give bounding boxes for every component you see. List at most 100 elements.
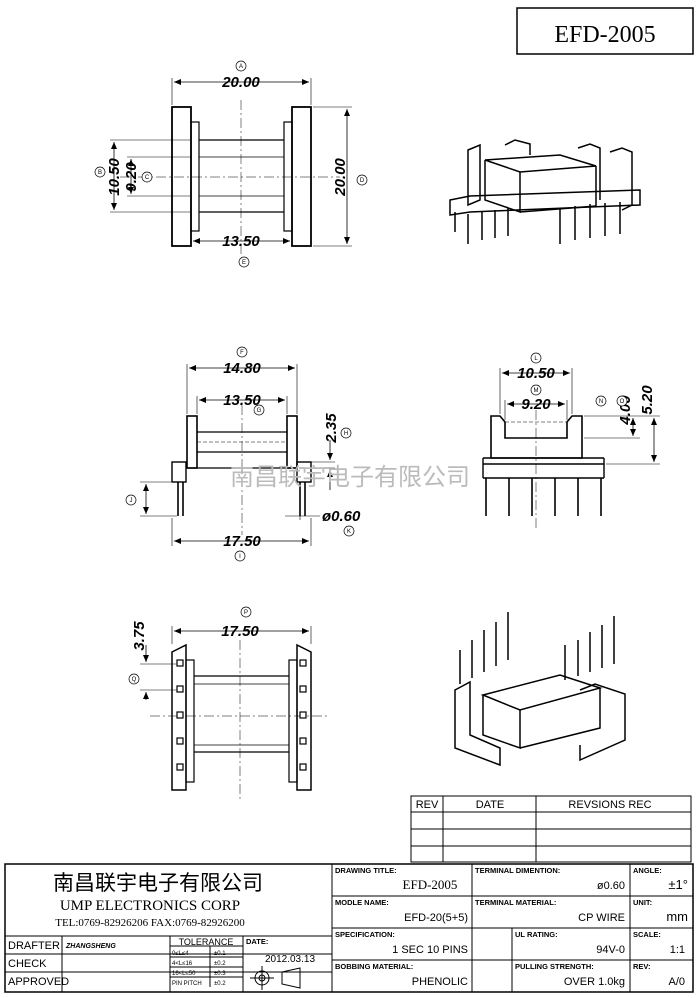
callout-letter-f: F [240, 350, 244, 356]
end-view [482, 368, 660, 530]
part-number: EFD-2005 [554, 22, 655, 48]
dim-bottom-width: 17.50 [221, 623, 259, 640]
model: EFD-20(5+5) [404, 912, 468, 924]
tol-range-3: 16<L≤50 [172, 971, 196, 977]
callout-letter-n: N [599, 399, 603, 405]
angle: ±1° [668, 877, 688, 892]
callout-bubble-e [238, 256, 250, 268]
drawing-title-label: DRAWING TITLE: [335, 866, 397, 875]
date-label: DATE: [246, 937, 268, 946]
top-view [110, 78, 352, 255]
callout-bubble-l [530, 352, 542, 364]
revision-table [410, 795, 692, 863]
unit: mm [666, 909, 688, 924]
tol-value-4: ±0.2 [214, 981, 226, 987]
model-label: MODLE NAME: [335, 898, 389, 907]
terminal-mat: CP WIRE [578, 912, 625, 924]
company-name-en: UMP ELECTRONICS CORP [60, 898, 240, 914]
iso-view-top [449, 139, 641, 244]
bobbin: PHENOLIC [412, 976, 468, 988]
date-value: 2012.03.13 [265, 954, 315, 965]
approved-label: APPROVED [8, 976, 69, 988]
spec: 1 SEC 10 PINS [392, 944, 468, 956]
dim-end-top: 10.50 [517, 365, 555, 382]
dim-end-h2: 5.20 [639, 385, 656, 415]
tol-value-2: ±0.2 [214, 961, 226, 967]
dim-front-inner: 13.50 [223, 392, 261, 409]
iso-view-bottom [454, 612, 626, 767]
callout-letter-o: O [620, 399, 625, 405]
callout-bubble-m [530, 384, 542, 396]
callout-letter-e: E [242, 260, 246, 266]
dim-pin-dia: ø0.60 [322, 508, 361, 525]
dim-top-width: 20.00 [221, 74, 260, 91]
callout-bubble-f [236, 346, 248, 358]
dim-base-width: 17.50 [223, 533, 261, 550]
bobbin-label: BOBBING MATERIAL: [335, 962, 413, 971]
callout-bubble-p [240, 606, 252, 618]
title-block [4, 863, 694, 993]
pull-label: PULLING STRENGTH: [515, 962, 594, 971]
terminal-dim-label: TERMINAL DIMENTION: [475, 866, 560, 875]
callout-letter-q: Q [132, 677, 137, 683]
rev-col-header: REV [416, 799, 439, 811]
callout-letter-k: K [347, 529, 351, 535]
callout-bubble-q [128, 673, 140, 685]
rev: A/0 [668, 976, 685, 988]
company-contact: TEL:0769-82926206 FAX:0769-82926200 [55, 917, 245, 929]
callout-bubble-c [141, 171, 153, 183]
projection-symbol-icon [250, 966, 301, 990]
ul: 94V-0 [596, 944, 625, 956]
dim-flange: 2.35 [323, 413, 340, 444]
callout-letter-d: D [360, 178, 365, 184]
dim-side-height: 20.00 [332, 158, 349, 197]
watermark: 南昌联宇电子有限公司 [230, 463, 470, 491]
terminal-mat-label: TERMINAL MATERIAL: [475, 898, 556, 907]
check-label: CHECK [8, 958, 47, 970]
date-col-header: DATE [476, 799, 505, 811]
callout-letter-m: M [534, 388, 539, 394]
dim-inner-slot: 9.20 [123, 162, 140, 192]
tolerance-label: TOLERANCE [179, 937, 234, 947]
callout-bubble-j [125, 494, 137, 506]
tol-value-1: ±0.1 [214, 951, 226, 957]
callout-bubble-b [94, 166, 106, 178]
scale-label: SCALE: [633, 930, 661, 939]
drafter-label: DRAFTER [8, 940, 60, 952]
tol-range-2: 4<L≤16 [172, 961, 193, 967]
tol-range-4: PIN PITCH [172, 981, 202, 987]
callout-letter-p: P [244, 610, 248, 616]
callout-letter-l: L [534, 356, 538, 362]
ul-label: UL RATING: [515, 930, 558, 939]
callout-bubble-g [253, 404, 265, 416]
pull: OVER 1.0kg [564, 976, 625, 988]
drafter-value: ZHANGSHENG [65, 943, 116, 950]
rev-label: REV: [633, 962, 651, 971]
callout-bubble-o [616, 395, 628, 407]
angle-label: ANGLE: [633, 866, 662, 875]
callout-letter-j: J [130, 498, 133, 504]
scale: 1:1 [670, 944, 685, 956]
revisions-col-header: REVSIONS REC [568, 799, 651, 811]
tol-value-3: ±0.3 [214, 971, 226, 977]
callout-bubble-h [340, 427, 352, 439]
dim-front-width: 14.80 [223, 360, 261, 377]
dim-outer-slot: 10.50 [106, 158, 123, 196]
callout-letter-g: G [257, 408, 262, 414]
dim-inner-width: 13.50 [222, 233, 260, 250]
callout-letter-b: B [98, 170, 102, 176]
tol-range-1: 0≤L≤4 [172, 951, 189, 957]
spec-label: SPECIFICATION: [335, 930, 395, 939]
unit-label: UNIT: [633, 898, 652, 907]
callout-bubble-a [235, 60, 247, 72]
callout-letter-c: C [145, 175, 150, 181]
drawing-title: EFD-2005 [403, 877, 458, 892]
callout-bubble-n [595, 395, 607, 407]
bottom-view [140, 626, 330, 800]
callout-letter-i: I [239, 554, 241, 560]
callout-bubble-i [234, 550, 246, 562]
dim-pin-pos: 3.75 [131, 621, 148, 651]
callout-bubble-k [343, 525, 355, 537]
